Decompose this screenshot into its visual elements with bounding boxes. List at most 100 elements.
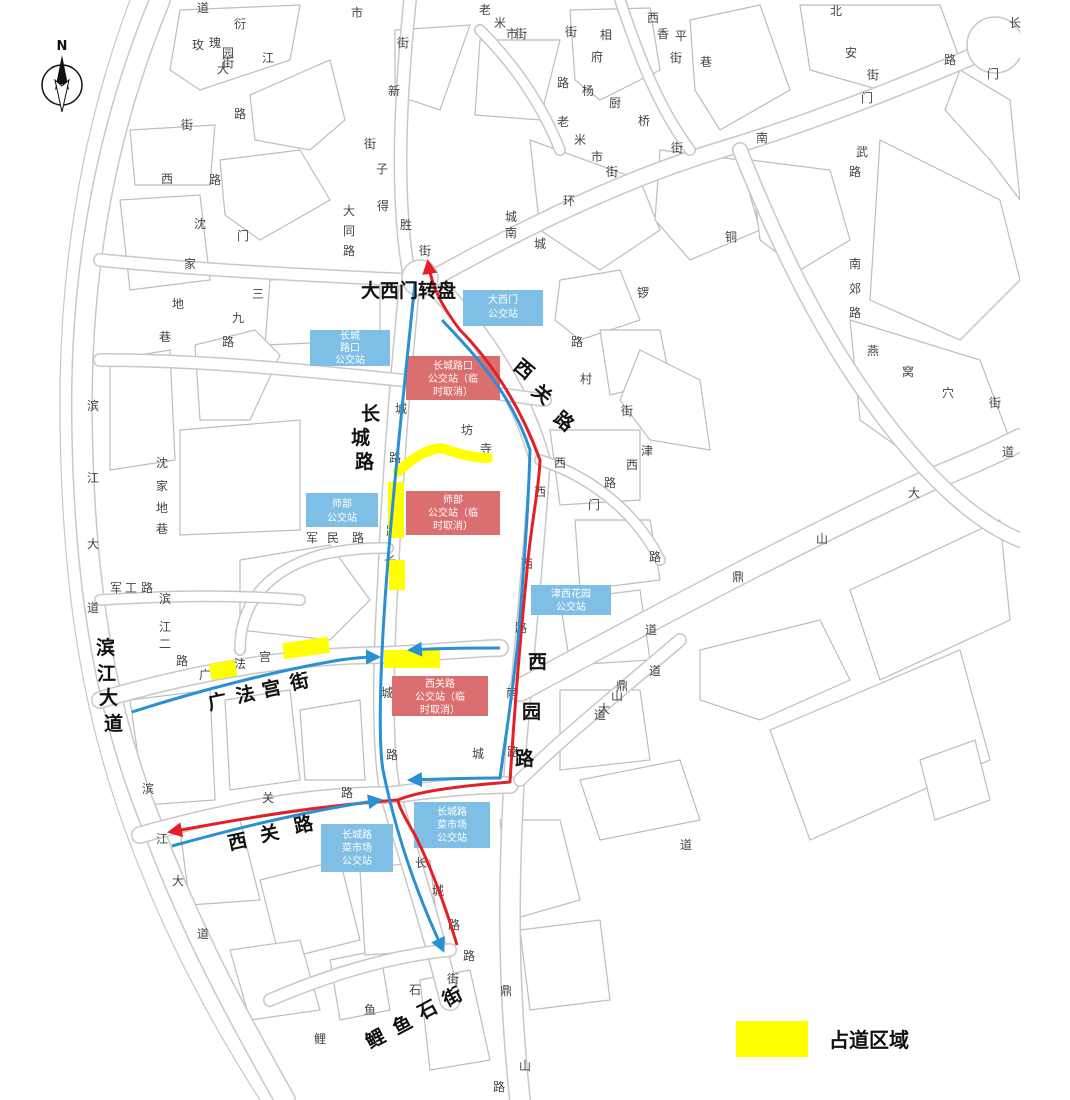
street-char: 石 (409, 983, 421, 997)
street-char: 路 (849, 164, 861, 179)
occupied-area-junction (384, 650, 440, 668)
stop-xiguanlu-cancelled: 西关路 公交站（临 时取消） (392, 676, 488, 716)
city-blocks (109, 4, 1021, 1071)
binjiang-avenue-label: 滨 江 大 道 (96, 636, 123, 735)
street-char: 家 (184, 256, 196, 271)
street-char: 门 (237, 228, 249, 243)
occupied-area-guangfa-1 (282, 636, 330, 660)
svg-text:公交站: 公交站 (335, 353, 365, 366)
street-char: 道 (197, 1, 209, 15)
street-char: 路 (389, 450, 401, 465)
street-char: 寺 (480, 442, 492, 456)
svg-text:长城路: 长城路 (437, 805, 467, 818)
legend: 占道区域 (736, 1021, 909, 1057)
street-char: 大 (87, 537, 99, 551)
street-char: 滨 (142, 781, 154, 796)
street-char: 路 (176, 653, 188, 668)
street-char: 桥 (638, 114, 650, 128)
street-char: 衍 (234, 17, 246, 31)
street-char: 路 (341, 785, 353, 800)
street-char: 军 (110, 581, 122, 595)
svg-text:鱼: 鱼 (389, 1010, 417, 1039)
street-char: 得 (377, 198, 389, 213)
street-char: 门 (861, 90, 873, 105)
street-char: 武 (856, 145, 868, 159)
street-char: 巷 (159, 330, 171, 344)
bus-stops: 大西门 公交站 长城 路口 公交站 长城路口 公交站（临 时取消） 师部 公交站… (306, 290, 611, 872)
place-labels: 大西门转盘 长 城 路 西 关 路 西 园 路 滨 江 大 道 广 法 宫 街 (96, 279, 579, 1053)
occupied-area-guangfa-2 (208, 659, 238, 681)
street-char: 街 (364, 137, 376, 151)
street-char: 街 (222, 56, 234, 70)
street-char: 同 (343, 224, 355, 238)
svg-text:西关路: 西关路 (425, 677, 455, 690)
street-char: 巷 (156, 522, 168, 536)
street-char: 街 (447, 972, 459, 986)
street-char: 香 (657, 27, 669, 41)
svg-text:西: 西 (528, 651, 547, 673)
stop-changcheng-lukou: 长城 路口 公交站 (310, 330, 390, 366)
changcheng-road-label: 长 城 路 (351, 403, 381, 473)
street-char: 路 (604, 475, 616, 490)
street-char: 法 (234, 657, 246, 671)
street-char: 城 (534, 237, 546, 251)
svg-text:公交站: 公交站 (488, 307, 518, 320)
street-char: 市 (591, 149, 603, 164)
legend-swatch (736, 1021, 808, 1057)
street-char: 道 (87, 601, 99, 615)
street-char: 广 (199, 668, 211, 682)
svg-text:路口: 路口 (340, 341, 360, 354)
xiyuan-road-label: 西 园 路 (515, 651, 547, 770)
svg-text:菜市场: 菜市场 (437, 818, 467, 831)
svg-text:鲤: 鲤 (362, 1024, 390, 1053)
street-char: 路 (352, 530, 364, 545)
major-roads (59, 0, 1070, 1100)
street-char: 大 (217, 62, 229, 76)
street-char: 道 (594, 708, 606, 722)
street-char: 坊 (461, 422, 473, 437)
stop-daximen: 大西门 公交站 (463, 290, 543, 326)
svg-text:公交站: 公交站 (556, 600, 586, 613)
street-char: 窝 (902, 364, 914, 379)
street-char: 锣 (637, 286, 649, 300)
street-char: 市 (506, 26, 518, 41)
street-char: 门 (987, 66, 999, 81)
street-char: 米 (574, 133, 586, 147)
street-char: 南 (505, 225, 517, 240)
street-char: 街 (989, 396, 1001, 410)
street-char: 军 (306, 531, 318, 545)
stop-shibu: 师部 公交站 (306, 493, 378, 527)
street-char: 大 (343, 204, 355, 218)
svg-text:城: 城 (351, 426, 370, 449)
stop-changcheng-lukou-cancelled: 长城路口 公交站（临 时取消） (406, 356, 500, 400)
svg-text:津西花园: 津西花园 (551, 587, 591, 600)
svg-text:法: 法 (234, 681, 257, 707)
street-char: 铜 (725, 229, 737, 244)
north-letter: N (57, 39, 68, 54)
street-char: 江 (262, 51, 274, 65)
street-char: 路 (463, 948, 475, 963)
street-char: 九 (232, 311, 244, 325)
svg-text:园: 园 (522, 701, 541, 723)
street-char: 沈 (194, 216, 206, 231)
street-char: 玫 (192, 37, 204, 52)
street-char: 鲤 (314, 1032, 326, 1046)
street-char: 西 (161, 172, 173, 186)
street-char: 西 (626, 458, 638, 472)
street-char: 鼎 (500, 984, 512, 998)
blue-route-xiguan-west (171, 794, 383, 848)
street-char: 街 (606, 165, 618, 179)
street-char: 二 (159, 637, 171, 651)
street-char: 城 (381, 686, 393, 700)
street-char: 街 (181, 118, 193, 132)
street-char: 米 (494, 16, 506, 30)
occupied-area-curve (393, 442, 493, 477)
street-char: 路 (343, 243, 355, 258)
street-char: 鱼 (364, 1003, 376, 1017)
svg-text:时取消）: 时取消） (420, 703, 460, 716)
street-char: 道 (1002, 445, 1014, 459)
street-char: 南 (849, 256, 861, 271)
street-char: 相 (600, 28, 612, 42)
street-char: 山 (816, 532, 828, 546)
street-char: 厨 (609, 96, 621, 110)
